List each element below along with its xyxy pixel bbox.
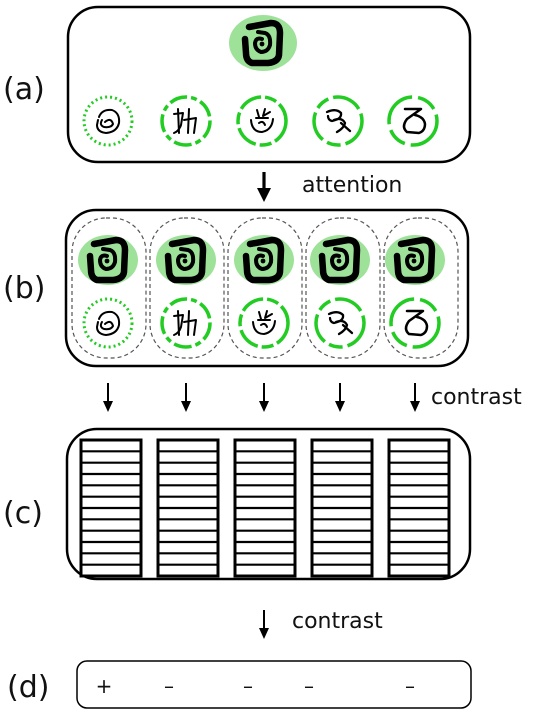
candidate-5-b bbox=[389, 297, 441, 349]
sign-positive: + bbox=[96, 674, 113, 698]
panel-a bbox=[66, 5, 472, 164]
contrast-arrow-5 bbox=[409, 382, 421, 413]
candidate-4-a bbox=[312, 95, 364, 147]
sign-row: + – – – – bbox=[96, 674, 415, 698]
candidate-1-b bbox=[82, 297, 134, 349]
candidate-2-a bbox=[160, 95, 212, 147]
anchor-image-b-1 bbox=[78, 235, 138, 285]
pair-group-5 bbox=[383, 217, 459, 359]
anchor-image-b-2 bbox=[156, 235, 216, 285]
pair-group-3 bbox=[227, 217, 303, 359]
score-strip-1 bbox=[79, 438, 143, 578]
label-d: (d) bbox=[7, 670, 49, 705]
score-strip-2 bbox=[156, 438, 220, 578]
candidate-3-a bbox=[236, 95, 288, 147]
candidate-5-a bbox=[387, 95, 439, 147]
candidate-row-a bbox=[82, 95, 439, 147]
attention-arrow bbox=[255, 170, 273, 204]
sign-negative-4: – bbox=[405, 674, 415, 698]
candidate-1-a bbox=[82, 95, 134, 147]
attention-label: attention bbox=[302, 173, 402, 198]
contrast-arrow-3 bbox=[258, 382, 270, 413]
contrast-label-1: contrast bbox=[431, 385, 522, 410]
panel-d bbox=[76, 660, 472, 709]
anchor-row-b bbox=[78, 235, 445, 285]
sign-negative-3: – bbox=[304, 674, 314, 698]
label-c: (c) bbox=[3, 496, 43, 531]
candidate-4-b bbox=[314, 297, 366, 349]
candidate-2-b bbox=[160, 297, 212, 349]
contrast-arrow-2 bbox=[180, 382, 192, 413]
pair-group-4 bbox=[305, 217, 381, 359]
label-a: (a) bbox=[3, 72, 45, 107]
contrast-arrow-4 bbox=[334, 382, 346, 413]
contrast-arrow-final bbox=[258, 609, 270, 640]
anchor-image-a bbox=[229, 15, 297, 71]
candidate-3-b bbox=[238, 297, 290, 349]
score-strips bbox=[79, 438, 451, 578]
score-strip-5 bbox=[387, 438, 451, 578]
sign-negative-1: – bbox=[164, 674, 174, 698]
score-strip-3 bbox=[233, 438, 297, 578]
pair-group-2 bbox=[149, 217, 225, 359]
panel-b bbox=[64, 208, 470, 368]
candidate-row-b bbox=[82, 297, 441, 349]
sign-negative-2: – bbox=[243, 674, 253, 698]
label-b: (b) bbox=[3, 271, 45, 306]
anchor-image-b-5 bbox=[385, 235, 445, 285]
anchor-image-b-3 bbox=[234, 235, 294, 285]
contrast-label-2: contrast bbox=[292, 609, 383, 634]
contrast-arrows-1 bbox=[102, 382, 421, 413]
pair-groups-b bbox=[71, 217, 459, 359]
pair-group-1 bbox=[71, 217, 147, 359]
anchor-image-b-4 bbox=[310, 235, 370, 285]
contrast-arrow-1 bbox=[102, 382, 114, 413]
score-strip-4 bbox=[310, 438, 374, 578]
